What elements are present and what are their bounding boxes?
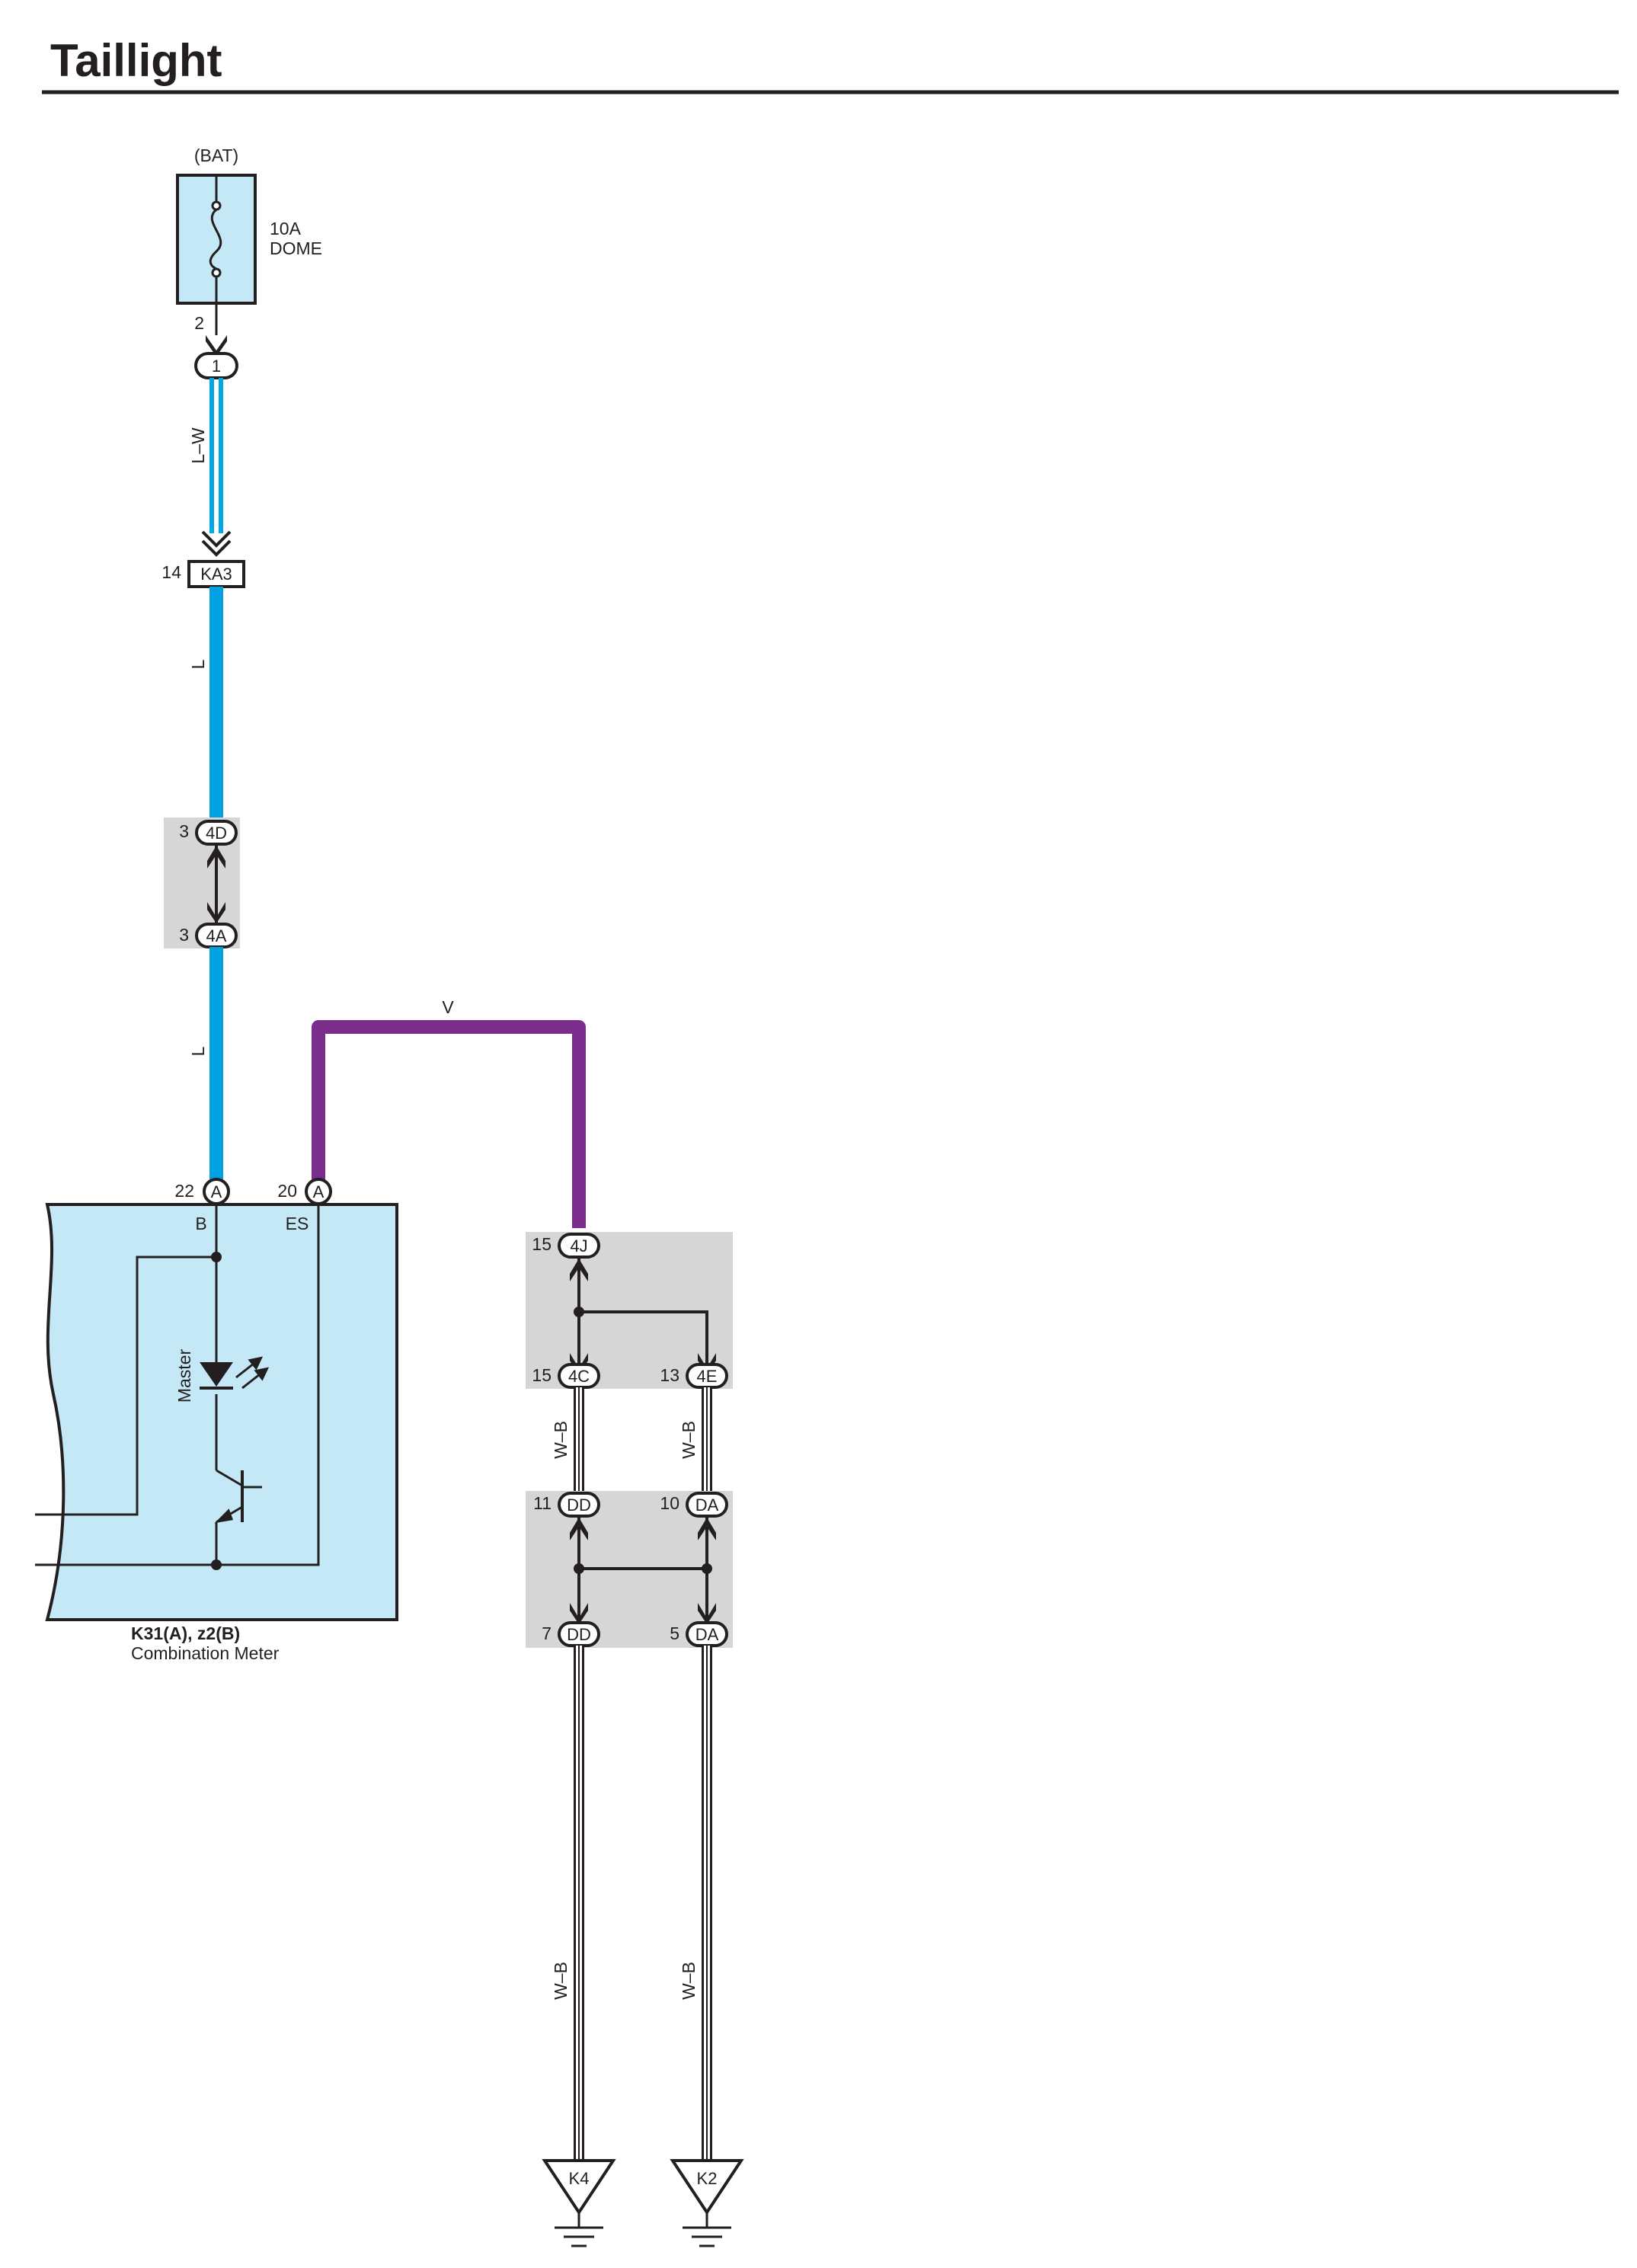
up-arrow-icon bbox=[570, 1518, 588, 1540]
connector-4a-pin: 3 bbox=[179, 925, 189, 945]
led-label: Master bbox=[174, 1349, 194, 1403]
down-arrow-icon bbox=[570, 1603, 588, 1624]
connector-dd-bot-pin: 7 bbox=[542, 1623, 552, 1643]
fuse-rating: 10A bbox=[270, 219, 302, 238]
meter-connector-b-code: A bbox=[211, 1182, 222, 1201]
connector-da-top-pin: 10 bbox=[660, 1493, 679, 1513]
wire-wb-upper-right-label: W–B bbox=[679, 1421, 699, 1459]
connector-da-top-code: DA bbox=[695, 1495, 719, 1515]
wire-l-upper-label: L bbox=[188, 659, 208, 669]
connector-dd-top-pin: 11 bbox=[533, 1493, 552, 1513]
ground-icon bbox=[670, 2159, 744, 2247]
connector-dd-top-code: DD bbox=[567, 1495, 591, 1515]
fuse-source-label: (BAT) bbox=[194, 146, 238, 165]
down-arrow-icon bbox=[207, 902, 225, 923]
connector-dd-bot-code: DD bbox=[567, 1625, 591, 1644]
connector-4c-code: 4C bbox=[568, 1367, 590, 1386]
connector-4j-code: 4J bbox=[570, 1236, 587, 1256]
meter-terminal-b: B bbox=[195, 1214, 206, 1233]
junction-dot bbox=[211, 1252, 222, 1262]
meter-pin-es: 20 bbox=[277, 1181, 297, 1201]
connector-4e-code: 4E bbox=[697, 1367, 718, 1386]
fuse-pin: 2 bbox=[194, 313, 204, 333]
fuse-icon bbox=[209, 175, 222, 303]
up-arrow-icon bbox=[698, 1518, 716, 1540]
wire-v bbox=[312, 1020, 586, 1228]
connector-ka3 bbox=[187, 560, 245, 588]
connector-4d-code: 4D bbox=[206, 824, 227, 843]
meter-connector-es-code: A bbox=[313, 1182, 325, 1201]
fuse-name: DOME bbox=[270, 238, 322, 258]
connector-4d bbox=[195, 820, 238, 846]
double-arrow-icon bbox=[201, 530, 232, 557]
wire-lw-label: L–W bbox=[188, 427, 208, 464]
connector-4a-code: 4A bbox=[206, 926, 227, 945]
wire-wb-lower-left-label: W–B bbox=[551, 1962, 571, 2000]
connector-da-bot-code: DA bbox=[695, 1625, 719, 1644]
meter-internal-circuit bbox=[35, 1204, 320, 1566]
up-arrow-icon bbox=[570, 1259, 588, 1281]
connector-da-bot-pin: 5 bbox=[670, 1623, 679, 1643]
down-arrow-icon bbox=[698, 1603, 716, 1624]
transistor-icon bbox=[214, 1469, 262, 1524]
wire-wb-upper-left-label: W–B bbox=[551, 1421, 571, 1459]
junction-dot bbox=[211, 1559, 222, 1570]
ground-left-label: K4 bbox=[569, 2169, 590, 2188]
junction-dot bbox=[574, 1307, 584, 1317]
meter-part-code: K31(A), z2(B) bbox=[131, 1623, 240, 1643]
junction-dot bbox=[574, 1563, 584, 1574]
connector-ka3-code: KA3 bbox=[200, 565, 232, 584]
combination-meter bbox=[45, 1203, 398, 1621]
meter-pin-b: 22 bbox=[174, 1181, 194, 1201]
wire-v-label: V bbox=[442, 997, 454, 1017]
meter-part-name: Combination Meter bbox=[131, 1643, 280, 1663]
ground-icon bbox=[542, 2159, 616, 2247]
connector-4j-pin: 15 bbox=[532, 1234, 552, 1254]
connector-1-code: 1 bbox=[212, 357, 221, 376]
meter-terminal-es: ES bbox=[286, 1214, 309, 1233]
up-arrow-icon bbox=[207, 846, 225, 868]
connector-4d-pin: 3 bbox=[179, 821, 189, 841]
connector-ka3-pin: 14 bbox=[161, 562, 181, 582]
led-icon bbox=[200, 1356, 270, 1390]
page-title: Taillight bbox=[50, 35, 222, 86]
connector-4c-pin: 15 bbox=[532, 1365, 552, 1385]
connector-1 bbox=[194, 352, 238, 379]
connector-4e-pin: 13 bbox=[660, 1365, 679, 1385]
junction-dot bbox=[702, 1563, 712, 1574]
wire-wb-lower-right-label: W–B bbox=[679, 1962, 699, 2000]
wire-lw bbox=[209, 378, 223, 533]
ground-right-label: K2 bbox=[697, 2169, 718, 2188]
wire-l-lower-label: L bbox=[188, 1046, 208, 1056]
